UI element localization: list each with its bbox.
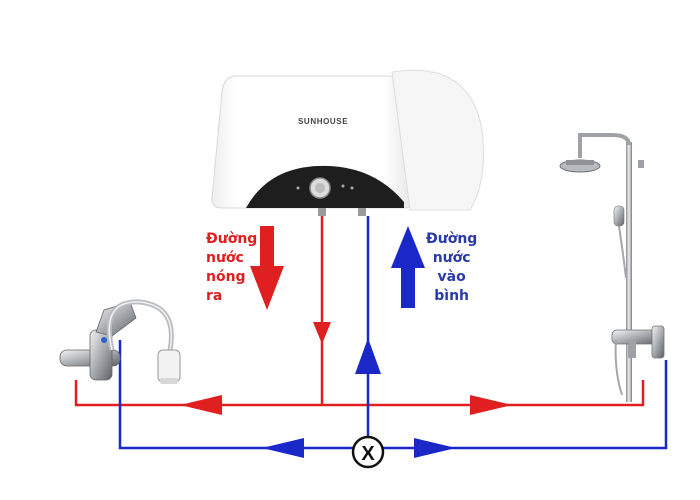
hot-label-line: nóng: [206, 269, 246, 285]
hot-label-line: ra: [206, 288, 223, 304]
hot-label-line: nước: [206, 250, 244, 266]
hot-water-out-label: Đường nước nóng ra: [206, 230, 257, 306]
hot-water-flow-arrows: [180, 322, 512, 415]
arrow-right-icon: [414, 438, 456, 458]
arrow-up-icon: [391, 226, 425, 268]
shower-icon: [559, 133, 665, 402]
arrow-left-icon: [262, 438, 304, 458]
cold-water-flow-arrows: [262, 338, 456, 458]
valve-symbol: X: [361, 443, 375, 465]
cold-label-line: vào: [437, 269, 466, 285]
cold-label-line: bình: [434, 288, 470, 304]
water-heater-icon: [211, 69, 484, 216]
hot-out-big-arrow: [250, 226, 284, 310]
valve-icon: X: [351, 435, 385, 469]
arrow-down-icon: [313, 322, 331, 344]
cold-water-pipes: [118, 216, 668, 450]
cold-in-big-arrow: [391, 226, 425, 308]
cold-label-line: Đường: [426, 231, 478, 247]
cold-label-line: nước: [432, 250, 471, 266]
arrow-down-icon: [250, 266, 284, 310]
hot-water-pipes: [74, 216, 645, 407]
arrow-left-icon: [180, 395, 222, 415]
faucet-icon: [59, 299, 181, 384]
arrow-right-icon: [470, 395, 512, 415]
arrow-up-icon: [355, 338, 381, 374]
hot-label-line: Đường: [206, 231, 258, 247]
cold-water-in-label: Đường nước vào bình: [426, 230, 477, 306]
heater-brand-label: SUNHOUSE: [298, 117, 349, 126]
